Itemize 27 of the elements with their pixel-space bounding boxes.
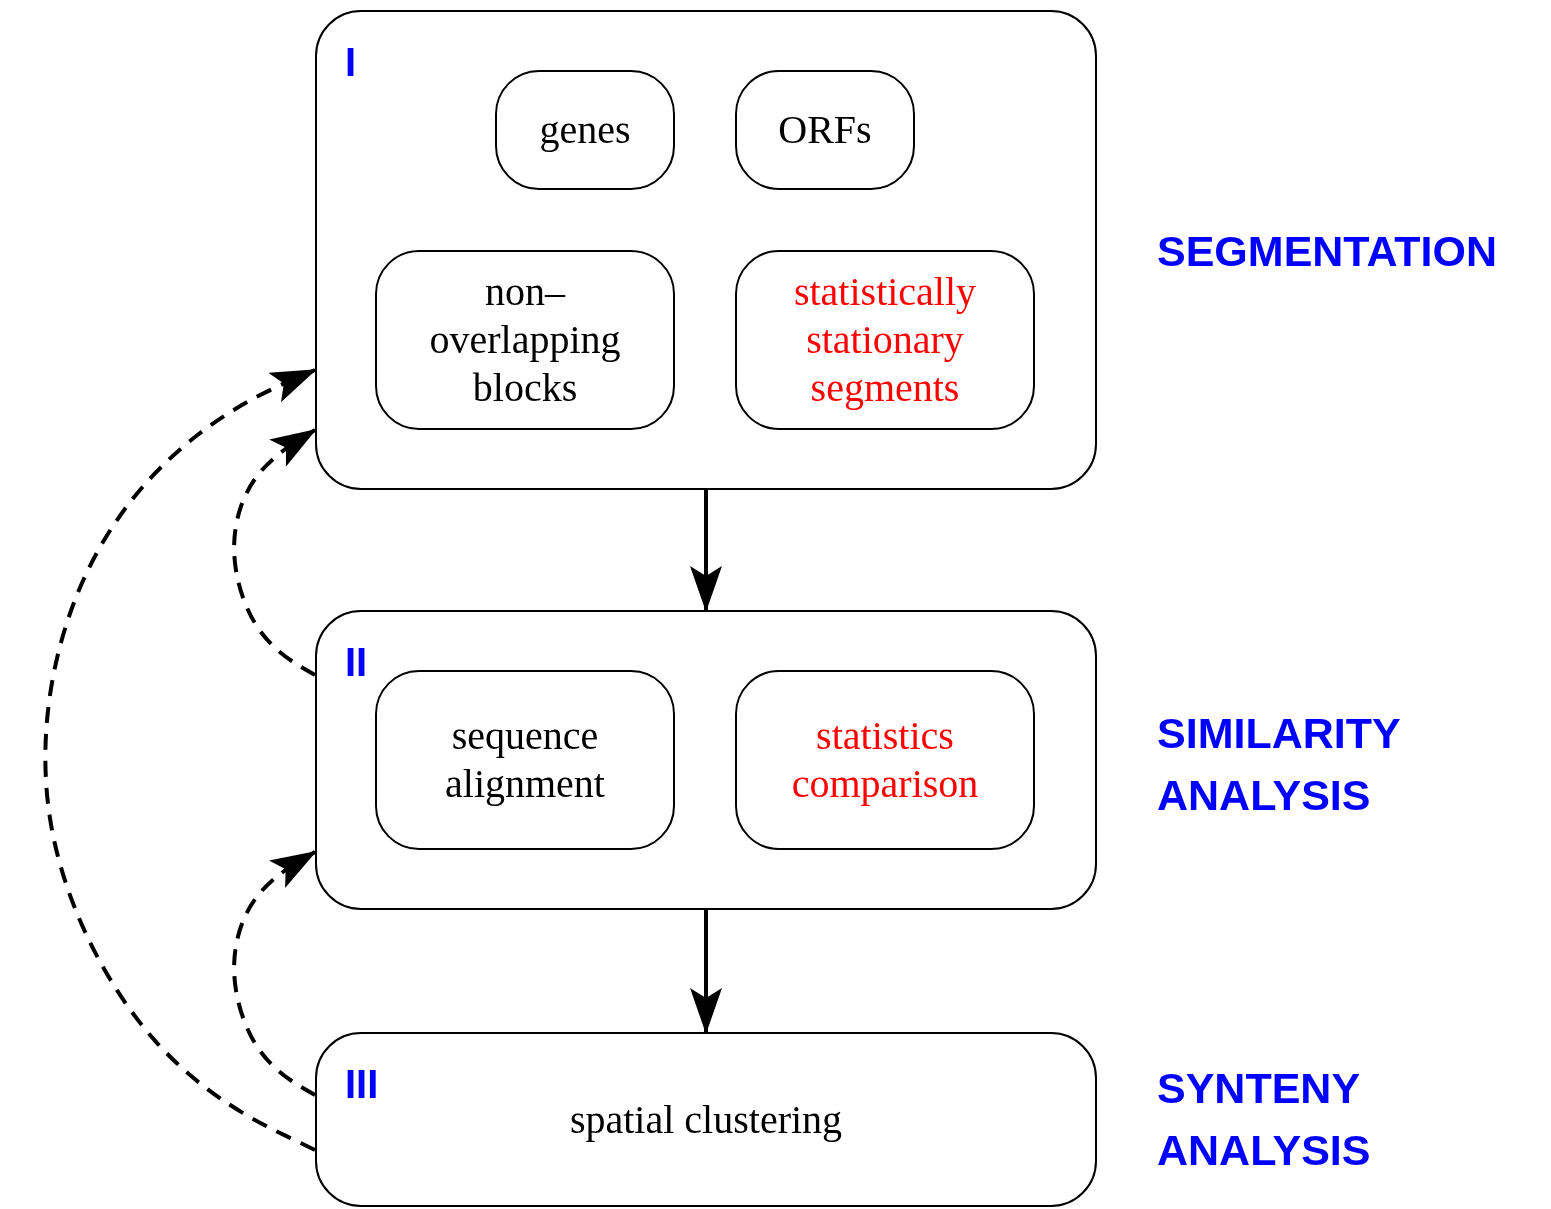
stage-title: SYNTENY ANALYSIS [1157, 1063, 1372, 1176]
stage-number: III [345, 1062, 379, 1106]
stage-number: II [345, 640, 368, 684]
box-label: sequence alignment [444, 712, 606, 808]
stage-title: SIMILARITY ANALYSIS [1157, 708, 1401, 821]
rounded-box [495, 70, 675, 190]
rounded-box [375, 250, 675, 430]
box-label: statistically stationary segments [792, 268, 978, 412]
stage-panel [315, 1032, 1097, 1207]
box-label: ORFs [778, 106, 872, 154]
rounded-box [735, 70, 915, 190]
box-label: non– overlapping blocks [428, 268, 622, 412]
stage-panel [315, 610, 1097, 910]
dashed-arrow [232, 428, 317, 677]
stage-title: SEGMENTATION [1157, 226, 1498, 277]
stage-label: spatial clustering [568, 1096, 844, 1144]
box-label: statistics comparison [790, 712, 980, 808]
rounded-box [735, 670, 1035, 850]
arrow [690, 910, 722, 1034]
dashed-arrow [43, 368, 317, 1152]
rounded-box [375, 670, 675, 850]
rounded-box [735, 250, 1035, 430]
dashed-arrow [232, 850, 317, 1097]
stage-panel [315, 10, 1097, 490]
arrow [690, 490, 722, 612]
stage-number: I [345, 40, 357, 84]
box-label: genes [539, 106, 631, 154]
